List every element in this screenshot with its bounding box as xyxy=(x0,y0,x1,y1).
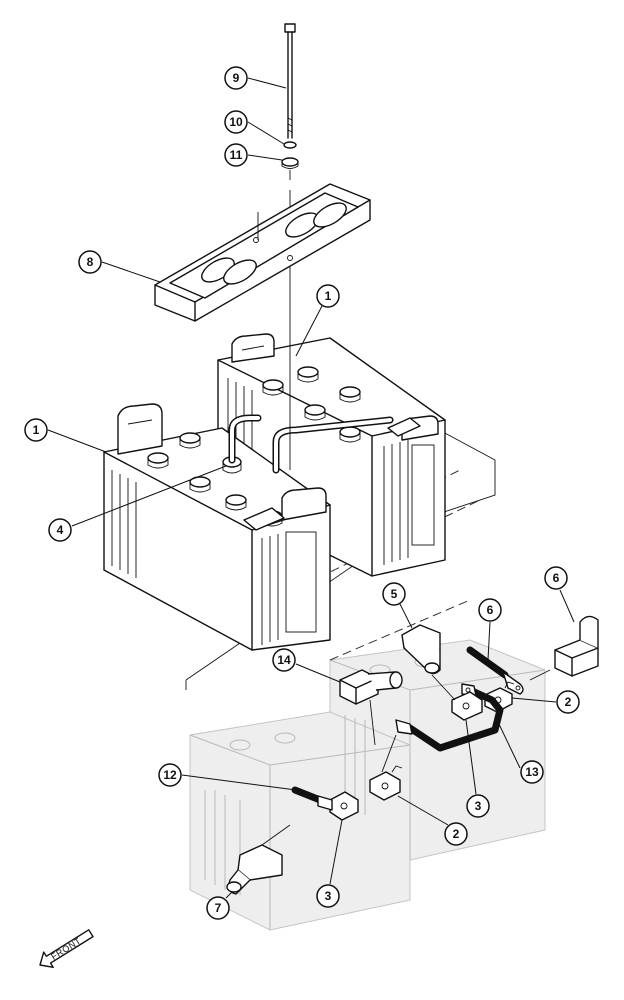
callout-7-label: 7 xyxy=(215,901,222,915)
terminal-boot-6-right xyxy=(554,615,599,677)
callout-7: 7 xyxy=(206,891,233,920)
callout-14-label: 6 xyxy=(487,603,494,617)
callout-3-left-label: 3 xyxy=(325,889,332,903)
callout-5: 5 xyxy=(382,582,413,629)
callout-11: 11 xyxy=(224,143,283,167)
hold-down-bolt xyxy=(281,23,299,470)
callout-1-rear-label: 1 xyxy=(325,289,332,303)
callout-8-label: 8 xyxy=(87,255,94,269)
callout-9-label: 9 xyxy=(233,71,240,85)
callout-6-left: 14 xyxy=(272,648,341,683)
terminal-clamp-3-right xyxy=(451,691,483,721)
callout-12: 12 xyxy=(158,763,297,791)
terminal-clamp-2-left xyxy=(369,765,403,801)
callout-4: 4 xyxy=(48,465,227,542)
callout-11-label: 11 xyxy=(230,148,243,162)
front-label: FRONT xyxy=(49,936,83,962)
callout-6-left-label: 14 xyxy=(277,653,291,667)
callout-13-label: 13 xyxy=(525,765,539,779)
callout-3-left: 3 xyxy=(316,819,343,908)
callout-13: 13 xyxy=(497,721,544,784)
cable-14 xyxy=(466,646,524,695)
callout-6-right: 6 xyxy=(544,566,575,623)
callout-8: 8 xyxy=(78,250,161,283)
callout-10: 10 xyxy=(224,110,285,145)
callout-3-right: 3 xyxy=(465,719,490,818)
callout-9: 9 xyxy=(224,66,287,90)
callout-10-label: 10 xyxy=(229,115,243,129)
terminal-clamp-3-left xyxy=(329,791,359,821)
interconnect-cable xyxy=(228,414,394,474)
cable-12 xyxy=(291,786,333,811)
callout-3-right-label: 3 xyxy=(475,799,482,813)
callout-12-label: 12 xyxy=(163,768,177,782)
callout-1-front: 1 xyxy=(24,418,107,453)
callout-2-left: 2 xyxy=(397,795,468,846)
callout-1-rear: 1 xyxy=(295,284,340,357)
callouts: 9 10 11 8 1 1 xyxy=(24,66,580,920)
front-direction-indicator: FRONT xyxy=(39,929,94,969)
hold-down-frame xyxy=(154,183,371,322)
callout-4-label: 4 xyxy=(57,523,64,537)
callout-6-right-label: 6 xyxy=(553,571,560,585)
assembly-lines xyxy=(261,669,551,846)
front-battery xyxy=(103,403,331,651)
cable-13 xyxy=(395,683,504,752)
terminal-clamp-2-right xyxy=(484,681,515,713)
callout-2-left-label: 2 xyxy=(453,827,460,841)
callout-1-front-label: 1 xyxy=(33,423,40,437)
callout-2-right: 2 xyxy=(511,690,580,714)
callout-14: 6 xyxy=(478,598,502,661)
terminal-boot-6-left xyxy=(339,669,403,705)
callout-2-right-label: 2 xyxy=(565,695,572,709)
terminal-boot-5 xyxy=(401,624,441,675)
callout-5-label: 5 xyxy=(391,587,398,601)
